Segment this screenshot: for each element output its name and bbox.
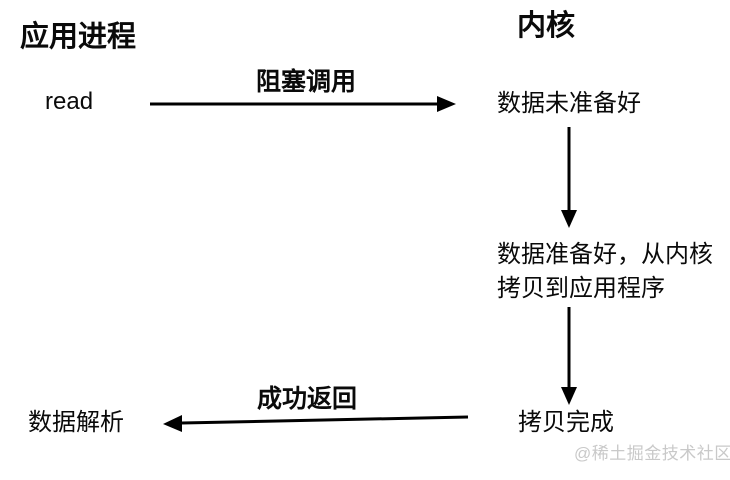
read-call-label: read <box>45 88 94 115</box>
data-not-ready-label: 数据未准备好 <box>497 90 641 117</box>
app-process-heading: 应用进程 <box>20 21 137 53</box>
watermark: @稀土掘金技术社区 <box>574 444 730 463</box>
copy-complete-label: 拷贝完成 <box>518 409 614 436</box>
kernel-step-arrow-1 <box>561 127 577 228</box>
data-parse-label: 数据解析 <box>28 409 124 436</box>
success-return-label: 成功返回 <box>257 385 358 413</box>
blocking-call-label: 阻塞调用 <box>256 68 357 96</box>
kernel-heading: 内核 <box>517 10 576 42</box>
success-return-arrow <box>163 415 469 432</box>
kernel-step-arrow-2 <box>561 307 577 405</box>
blocking-call-arrow <box>150 96 456 112</box>
data-ready-copy-label: 数据准备好，从内核 拷贝到应用程序 <box>497 241 713 302</box>
